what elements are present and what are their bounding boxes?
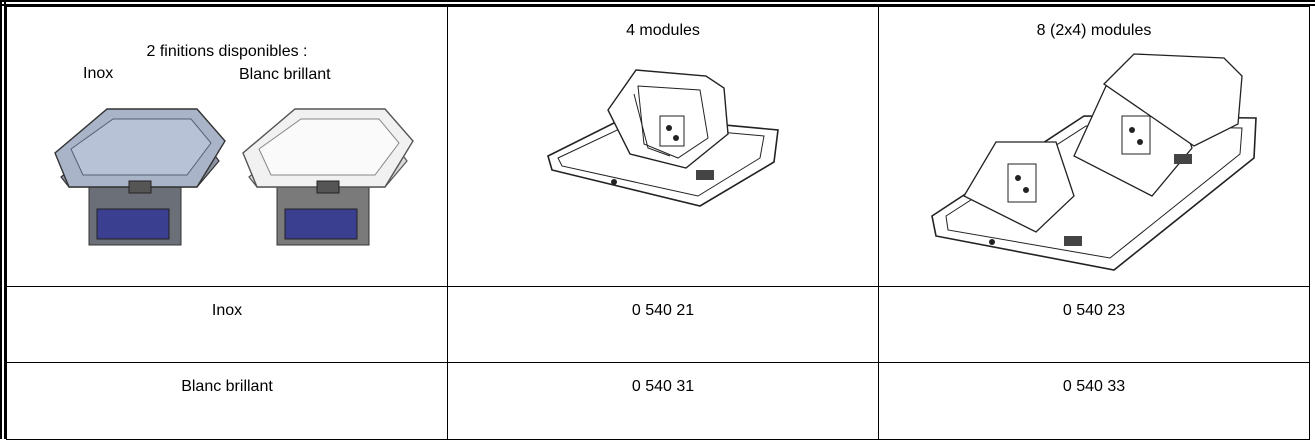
four-modules-title: 4 modules xyxy=(626,22,700,39)
finishes-title: 2 finitions disponibles : xyxy=(146,43,308,60)
row-inox-ref-4: 0 540 21 xyxy=(447,286,879,363)
table-row: Blanc brillant 0 540 31 0 540 33 xyxy=(6,362,1310,440)
floor-box-4-modules-open-icon xyxy=(547,69,779,207)
product-reference-table: 2 finitions disponibles : Inox Blanc bri… xyxy=(6,6,1310,440)
row-label: Blanc brillant xyxy=(181,378,273,395)
finishes-illustration: Inox Blanc brillant xyxy=(7,61,447,261)
eight-modules-cell: 8 (2x4) modules xyxy=(878,6,1310,287)
reference-value: 0 540 23 xyxy=(1062,302,1126,319)
row-white-ref-4: 0 540 31 xyxy=(447,362,879,440)
frame-border-left-inner xyxy=(4,0,6,439)
floor-box-8-modules-open-icon xyxy=(931,53,1257,271)
four-modules-cell: 4 modules xyxy=(447,6,879,287)
floor-box-white-icon xyxy=(242,108,414,246)
table-header-row: 2 finitions disponibles : Inox Blanc bri… xyxy=(6,6,1310,287)
reference-value: 0 540 21 xyxy=(631,302,695,319)
frame-border-top-inner xyxy=(0,4,1315,6)
finish-label-inox: Inox xyxy=(83,65,114,82)
eight-modules-title: 8 (2x4) modules xyxy=(1036,22,1152,39)
row-white-label: Blanc brillant xyxy=(6,362,448,440)
reference-value: 0 540 33 xyxy=(1062,378,1126,395)
frame-border-top xyxy=(0,0,1315,2)
table-row: Inox 0 540 21 0 540 23 xyxy=(6,286,1310,363)
row-inox-ref-8: 0 540 23 xyxy=(878,286,1310,363)
reference-value: 0 540 31 xyxy=(631,378,695,395)
finishes-cell: 2 finitions disponibles : Inox Blanc bri… xyxy=(6,6,448,287)
finish-label-white: Blanc brillant xyxy=(239,66,331,81)
frame-border-left xyxy=(0,0,2,439)
row-label: Inox xyxy=(211,302,243,319)
floor-box-inox-icon xyxy=(54,108,226,246)
row-inox-label: Inox xyxy=(6,286,448,363)
row-white-ref-8: 0 540 33 xyxy=(878,362,1310,440)
